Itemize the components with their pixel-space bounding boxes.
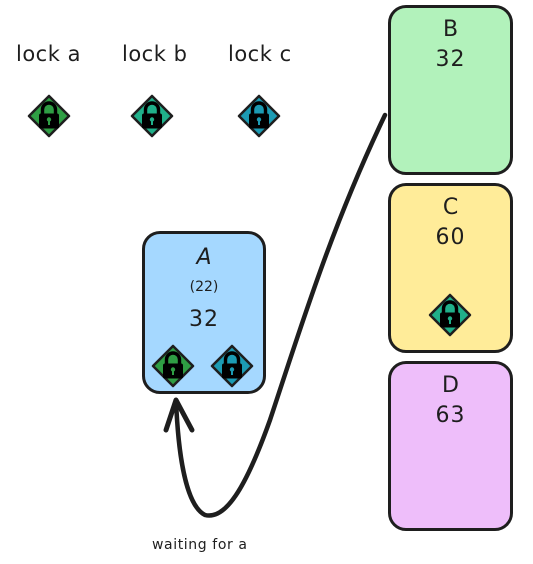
- lock-b-icon: [130, 94, 174, 138]
- node-a-lock-a-icon: [151, 344, 195, 388]
- lock-c-icon: [237, 94, 281, 138]
- node-d-value: 63: [435, 403, 466, 428]
- node-b-value: 32: [435, 47, 466, 72]
- wait-arrow-line: [173, 112, 388, 518]
- wait-arrow-head: [163, 397, 195, 433]
- lock-a-label: lock a: [16, 42, 81, 66]
- node-a-name: A: [196, 245, 212, 270]
- node-d-name: D: [442, 373, 459, 398]
- node-a-value: 32: [189, 307, 219, 332]
- wait-arrow-caption: waiting for a: [152, 537, 248, 553]
- node-a-lock-c-icon: [210, 344, 254, 388]
- node-d: D 63: [388, 361, 513, 531]
- node-c-value: 60: [435, 225, 466, 250]
- node-b-name: B: [442, 17, 459, 42]
- node-c-lock-b-icon: [428, 293, 472, 337]
- lock-c-label: lock c: [228, 42, 292, 66]
- node-b: B 32: [388, 5, 513, 175]
- lock-b-label: lock b: [122, 42, 188, 66]
- node-a-sub: (22): [189, 279, 219, 295]
- node-c-name: C: [442, 195, 459, 220]
- lock-a-icon: [27, 94, 71, 138]
